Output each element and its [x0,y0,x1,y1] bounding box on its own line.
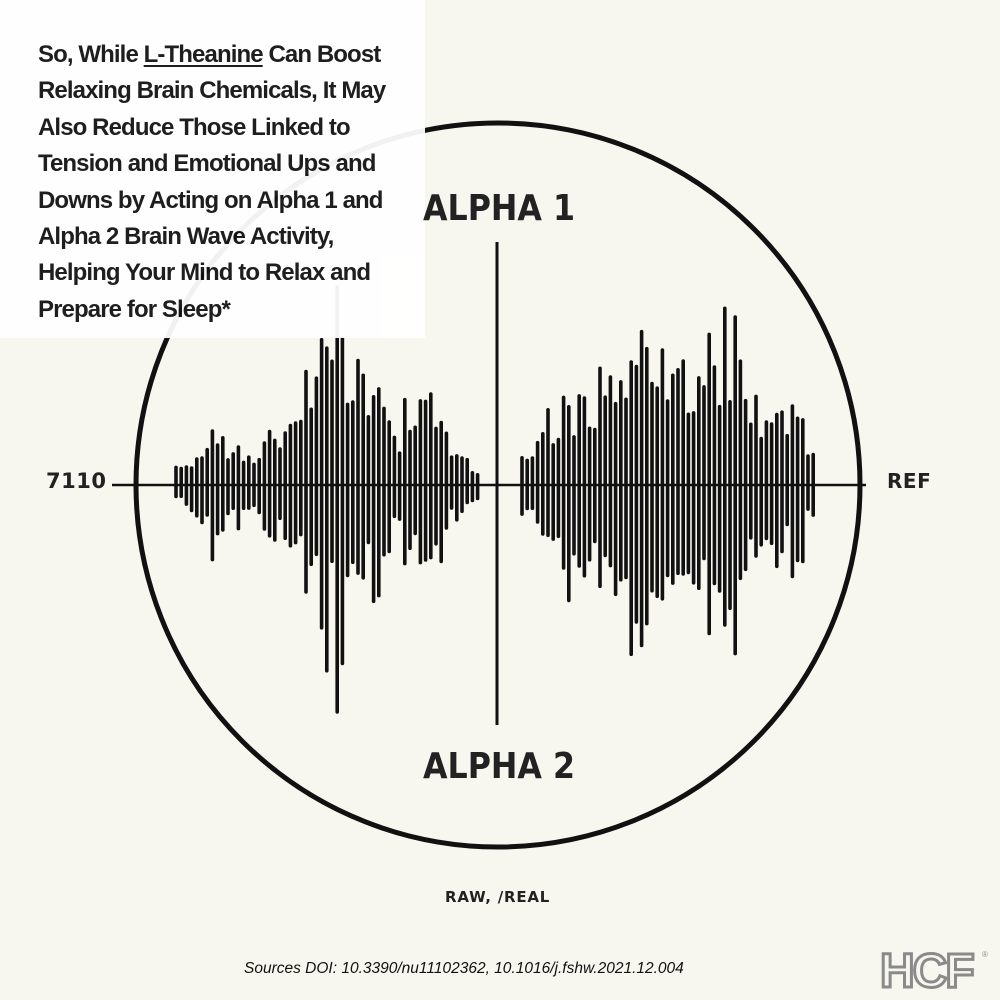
l-theanine-link[interactable]: L-Theanine [143,41,264,68]
headline-part-2: Can Boost Relaxing Brain Chemicals, It M… [38,41,386,323]
bottom-caption: RAW, /REAL [445,888,551,906]
alpha-2-label: ALPHA 2 [423,746,576,787]
hcf-logo: HCF ® [879,945,989,991]
headline-part-1: So, While [38,41,144,68]
alpha2-waveform [520,306,816,657]
registered-mark: ® [982,950,988,959]
headline-panel: So, While L-Theanine Can Boost Relaxing … [0,0,425,338]
hcf-logo-text: HCF [880,945,973,991]
alpha1-waveform [174,285,480,714]
alpha-1-label: ALPHA 1 [423,188,576,229]
sources-citation: Sources DOI: 10.3390/nu11102362, 10.1016… [244,960,684,977]
headline-text: So, While L-Theanine Can Boost Relaxing … [38,37,420,328]
left-axis-label: 7110 [46,469,107,493]
right-axis-label: REF [887,469,932,493]
